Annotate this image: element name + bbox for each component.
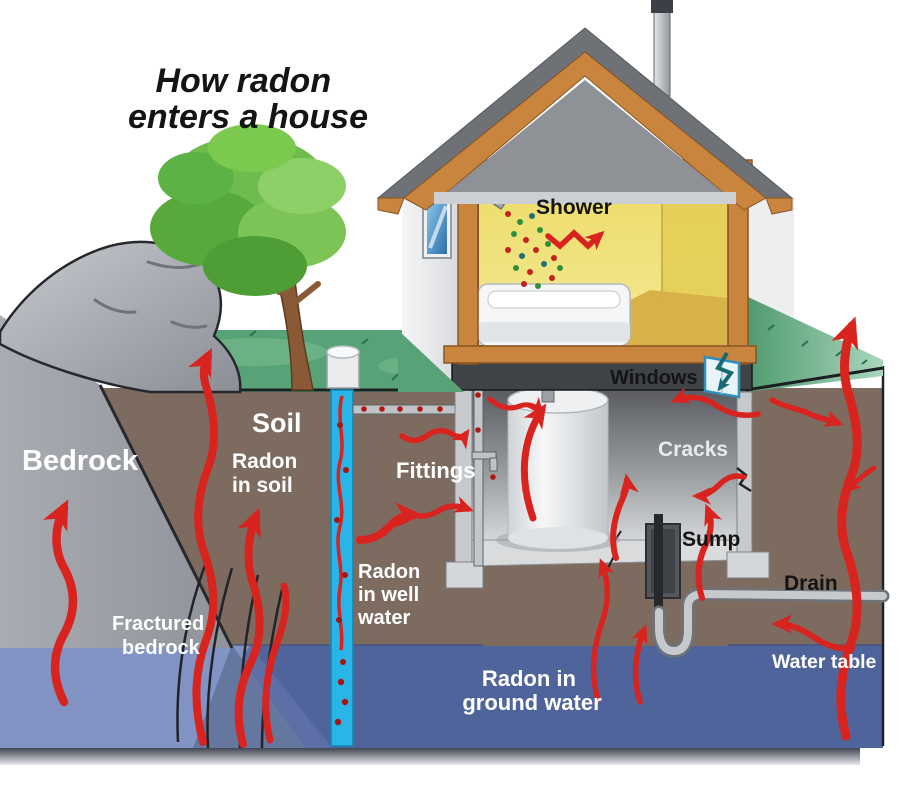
radon-arrow-icon [670, 387, 761, 418]
vent-pipe-icon [653, 7, 671, 97]
boulder-icon [0, 240, 242, 394]
radon-arrow-icon [590, 558, 615, 703]
radon-arrow-icon [487, 396, 544, 416]
label-radon-in-soil: Radon in soil [232, 450, 303, 497]
lawn-foreground-wedge [398, 330, 464, 392]
radon-arrow-icon [771, 614, 855, 652]
radon-arrow-icon [405, 496, 474, 519]
radon-arrow-icon [262, 582, 290, 744]
radon-arrow-icon [695, 503, 723, 601]
radon-arrow-icon [610, 473, 639, 561]
drain-pipe-icon [652, 587, 890, 658]
sump-pump-icon [645, 514, 681, 616]
well [326, 345, 360, 747]
page-title: How radon enters a house [128, 62, 368, 136]
radon-arrow-icon [520, 403, 547, 522]
label-radon-in-well-water: Radon in well water [357, 561, 426, 629]
radon-arrow-icon [631, 624, 648, 705]
radon-arrows [43, 316, 877, 748]
label-water-table: Water table [772, 651, 877, 673]
lawn-right [745, 296, 884, 392]
label-bedrock: Bedrock [22, 445, 139, 477]
radon-arrow-icon [399, 428, 470, 450]
label-drain: Drain [784, 572, 838, 595]
label-windows: Windows [610, 367, 698, 389]
tree-icon [150, 124, 346, 391]
floor-joist-band [451, 361, 753, 391]
diagram-labels: How radon enters a house Bedrock Soil Ra… [22, 62, 877, 715]
radon-arrow-icon [831, 316, 862, 741]
radon-particles [334, 422, 349, 726]
house [376, 0, 890, 658]
radon-arrow-icon [356, 502, 423, 544]
radon-arrow-icon [545, 229, 605, 251]
bathtub-icon [477, 283, 631, 347]
label-cracks: Cracks [658, 438, 728, 461]
label-sump: Sump [682, 528, 740, 551]
radon-arrow-icon [188, 348, 218, 746]
radon-arrow-icon [843, 465, 877, 493]
roof [376, 27, 794, 215]
label-fractured-bedrock: Fractured bedrock [112, 613, 210, 659]
shower-spray-particles [505, 211, 563, 289]
radon-arrow-icon [43, 499, 78, 707]
radon-arrow-icon [691, 473, 747, 505]
right-exterior-wall [748, 178, 794, 338]
radon-arrow-icon [234, 507, 264, 748]
label-shower: Shower [536, 196, 612, 219]
faucet-icon [471, 451, 497, 460]
water-heater-icon [496, 373, 620, 552]
label-fittings: Fittings [396, 458, 475, 483]
radon-arrow-icon [769, 397, 844, 427]
basement-window-icon [703, 351, 741, 399]
label-soil: Soil [252, 408, 302, 438]
label-radon-in-ground-water: Radon in ground water [462, 666, 602, 715]
